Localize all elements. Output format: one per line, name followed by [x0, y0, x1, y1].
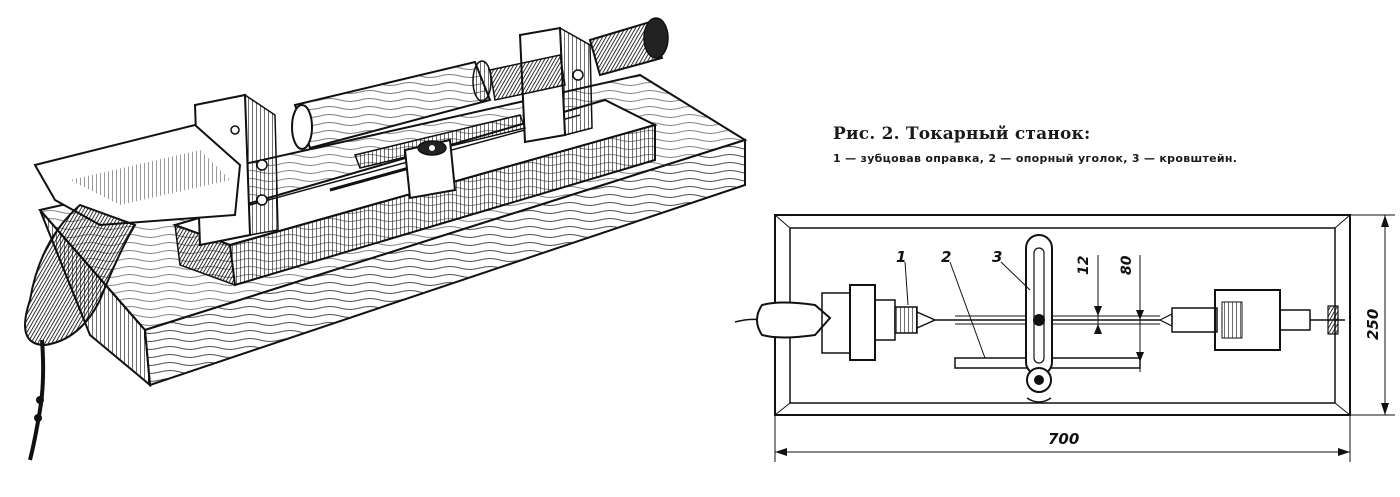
callout-3: 3: [992, 248, 1002, 266]
top-view-svg: 1 2 3 12 80 250 700: [734, 214, 1395, 462]
figure-caption: Рис. 2. Токарный станок: 1 — зубцовав оп…: [833, 124, 1373, 165]
lathe-illustration: [24, 17, 748, 461]
tool-bracket: [1025, 234, 1053, 403]
tool-rest: [353, 114, 527, 200]
leader-1: [904, 261, 909, 306]
lathe-illustration-svg: [24, 17, 748, 461]
dim-250-label: 250: [1364, 309, 1382, 340]
dim-80-label: 80: [1119, 255, 1135, 275]
electric-drill: [24, 123, 242, 461]
tailstock-topview: [1158, 289, 1345, 351]
leader-3: [1000, 261, 1031, 291]
callout-1: 1: [896, 248, 906, 266]
drill-topview: [734, 284, 937, 361]
figure-title: Рис. 2. Токарный станок:: [833, 124, 1091, 144]
figure-legend: 1 — зубцовав оправка, 2 — опорный уголок…: [833, 152, 1238, 165]
callout-2: 2: [941, 248, 951, 266]
top-view-drawing: 1 2 3 12 80 250 700: [720, 200, 1400, 493]
workpiece: [291, 60, 492, 150]
toothed-mandrel: [894, 306, 918, 334]
spindle: [489, 17, 669, 101]
dim-12-label: 12: [1076, 256, 1092, 275]
leader-2: [949, 261, 986, 359]
dim-700-label: 700: [1048, 430, 1079, 448]
